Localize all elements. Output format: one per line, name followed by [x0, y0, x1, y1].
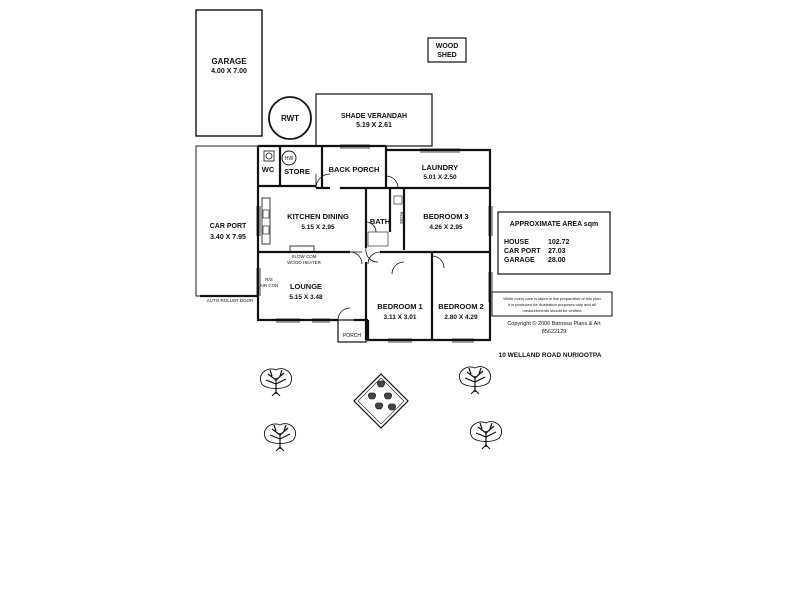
- hot-water-icon: [281, 150, 297, 166]
- kitchen-dining-size: 5.15 X 2.95: [301, 224, 335, 231]
- car-port-outline: [195, 145, 258, 297]
- lounge-size: 5.15 X 3.48: [289, 294, 323, 301]
- kitchen-bench-icon: [261, 197, 271, 245]
- store-label: STORE: [284, 167, 310, 176]
- rainwater-tank: [268, 96, 312, 140]
- lounge-label: LOUNGE: [290, 282, 322, 291]
- house-wall-west: [256, 146, 338, 322]
- shade-verandah-size: 5.19 X 2.61: [356, 122, 392, 129]
- back-porch-label: BACK PORCH: [329, 165, 380, 174]
- shade-verandah-outline: [315, 93, 433, 147]
- windows: [256, 144, 493, 343]
- kitchen-dining-label: KITCHEN DINING: [287, 212, 349, 221]
- logo-icon: [353, 373, 409, 429]
- garage-outline: [195, 9, 263, 137]
- copyright-text: Copyright © 2006 Barossa Plans & Art: [507, 320, 601, 327]
- area-row-value: 27.03: [548, 248, 566, 255]
- laundry-size: 5.01 X 2.50: [423, 174, 457, 181]
- disclaimer-line: While every care is taken in the prepara…: [503, 296, 600, 301]
- tree-icon: [459, 366, 491, 395]
- disclaimer-box: [491, 291, 613, 317]
- bedroom3-label: BEDROOM 3: [423, 212, 468, 221]
- wood-shed-label-1: WOOD: [436, 43, 459, 50]
- door-swings: [315, 173, 445, 321]
- rs-air-con-label-2: AIR CON: [260, 283, 279, 288]
- bedroom1-label: BEDROOM 1: [377, 302, 422, 311]
- basin-icon: [393, 195, 403, 205]
- porch-outline: [337, 319, 367, 343]
- rs-air-con-label-1: R/S: [265, 277, 273, 282]
- bedroom2-size: 2.80 X 4.29: [444, 314, 478, 321]
- porch-label: PORCH: [343, 333, 361, 339]
- laundry-label: LAUNDRY: [422, 163, 458, 172]
- bath-label: BATH: [370, 217, 390, 226]
- shade-verandah-label: SHADE VERANDAH: [341, 113, 407, 120]
- tree-icon: [260, 368, 292, 397]
- auto-roller-door-label: AUTO ROLLER DOOR: [207, 298, 254, 303]
- house-wall-east: [366, 146, 492, 342]
- address-label: 10 WELLAND ROAD NURIOOTPA: [499, 352, 602, 359]
- bedroom1-size: 3.11 X 3.01: [384, 314, 417, 321]
- bedroom3-size: 4.26 X 2.95: [429, 224, 463, 231]
- wood-shed-outline: [427, 37, 467, 63]
- area-row-label: CAR PORT: [504, 248, 541, 255]
- area-title: APPROXIMATE AREA sqm: [510, 221, 598, 228]
- disclaimer-line: it is produced for illustration purposes…: [508, 302, 596, 307]
- toilet-icon: [263, 150, 275, 162]
- robe-label: ROBE: [399, 212, 404, 225]
- svg-text:HW: HW: [285, 156, 294, 162]
- garage-label: GARAGE: [211, 57, 247, 66]
- tree-icon: [264, 423, 296, 452]
- area-row-value: 102.72: [548, 239, 570, 246]
- wood-heater-icon: [289, 245, 315, 253]
- copyright-phone: 85622129: [542, 329, 566, 335]
- area-row-value: 28.00: [548, 257, 566, 264]
- rwt-label: RWT: [281, 114, 299, 123]
- wc-label: WC: [262, 165, 275, 174]
- area-row-label: GARAGE: [504, 257, 535, 264]
- slow-com-label: SLOW COM: [291, 254, 316, 259]
- wood-shed-label-2: SHED: [437, 52, 456, 59]
- bathtub-icon: [367, 231, 389, 247]
- bedroom2-label: BEDROOM 2: [438, 302, 483, 311]
- garage-size: 4.00 X 7.00: [211, 68, 247, 75]
- area-box: [497, 211, 611, 275]
- car-port-label: CAR PORT: [210, 223, 247, 230]
- area-row-label: HOUSE: [504, 239, 529, 246]
- disclaimer-line: measurements should be verified: [523, 308, 582, 313]
- car-port-size: 3.40 X 7.95: [210, 234, 246, 241]
- fixtures: HW: [261, 150, 403, 253]
- wood-heater-label: WOOD HEATER: [287, 260, 321, 265]
- tree-icon: [470, 421, 502, 450]
